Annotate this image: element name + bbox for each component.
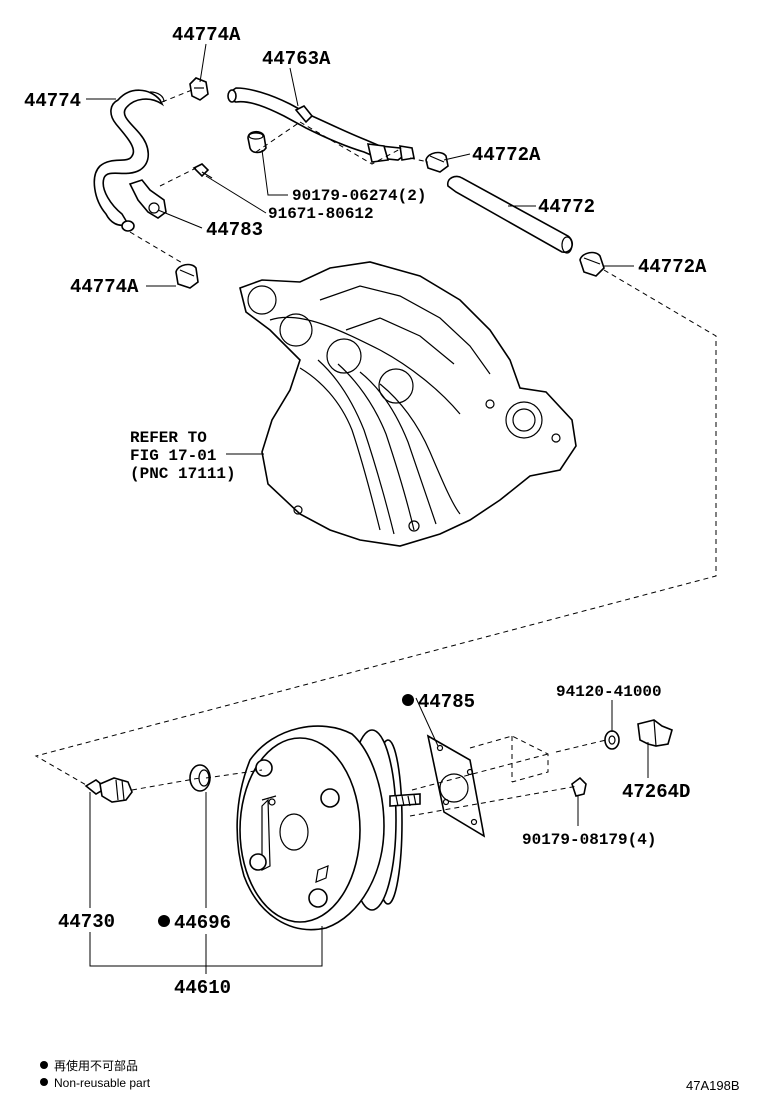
grommet-90179-06274 xyxy=(247,130,267,154)
clamp-44774A-lower xyxy=(175,263,199,289)
nut-94120-41000 xyxy=(604,730,620,750)
check-valve-44730 xyxy=(84,777,133,803)
legend: 再使用不可部品 Non-reusable part xyxy=(40,1058,151,1090)
figure-code: 47A198B xyxy=(686,1078,740,1093)
label-44774A-left: 44774A xyxy=(70,276,139,298)
clamp-44772A-upper xyxy=(425,151,449,173)
hose-44774 xyxy=(93,89,165,232)
label-44785: 44785 xyxy=(402,691,475,713)
label-44696-text: 44696 xyxy=(174,912,231,934)
label-44772A-lower: 44772A xyxy=(638,256,707,278)
label-refer-fig: FIG 17-01 xyxy=(130,447,216,465)
intake-manifold xyxy=(239,261,577,547)
reference-lines xyxy=(34,89,717,817)
label-90179-06274: 90179-06274(2) xyxy=(292,187,426,205)
label-44772A-upper: 44772A xyxy=(472,144,541,166)
label-94120-41000: 94120-41000 xyxy=(556,683,662,701)
bolt-91671-80612 xyxy=(192,163,213,179)
leader-lines xyxy=(86,43,649,974)
label-refer-to: REFER TO xyxy=(130,429,207,447)
bracket-47264D xyxy=(637,719,673,747)
label-44696: 44696 xyxy=(158,912,231,934)
hose-44763A xyxy=(227,87,415,163)
label-44763A: 44763A xyxy=(262,48,331,70)
clamp-44772A-lower xyxy=(579,251,605,277)
gasket-44785 xyxy=(426,734,486,838)
hose-44772 xyxy=(446,175,574,254)
bracket-44783 xyxy=(128,179,167,219)
label-44783: 44783 xyxy=(206,219,263,241)
labels: 44774A 44763A 44774 44772A 90179-06274(2… xyxy=(24,24,707,999)
non-reusable-dot xyxy=(158,915,170,927)
legend-en: Non-reusable part xyxy=(54,1076,151,1090)
legend-jp: 再使用不可部品 xyxy=(54,1058,138,1073)
legend-dot-en xyxy=(40,1078,48,1086)
label-47264D: 47264D xyxy=(622,781,690,803)
nut-90179-08179 xyxy=(571,776,587,797)
label-44610: 44610 xyxy=(174,977,231,999)
label-44785-text: 44785 xyxy=(418,691,475,713)
label-91671-80612: 91671-80612 xyxy=(268,205,374,223)
label-90179-08179: 90179-08179(4) xyxy=(522,831,656,849)
label-44774: 44774 xyxy=(24,90,81,112)
label-44772: 44772 xyxy=(538,196,595,218)
legend-dot-jp xyxy=(40,1061,48,1069)
label-refer-pnc: (PNC 17111) xyxy=(130,465,236,483)
non-reusable-dot xyxy=(402,694,414,706)
brake-booster-44610 xyxy=(236,725,421,931)
clamp-44774A-top xyxy=(189,77,209,101)
label-44774A-top: 44774A xyxy=(172,24,241,46)
label-44730: 44730 xyxy=(58,911,115,933)
